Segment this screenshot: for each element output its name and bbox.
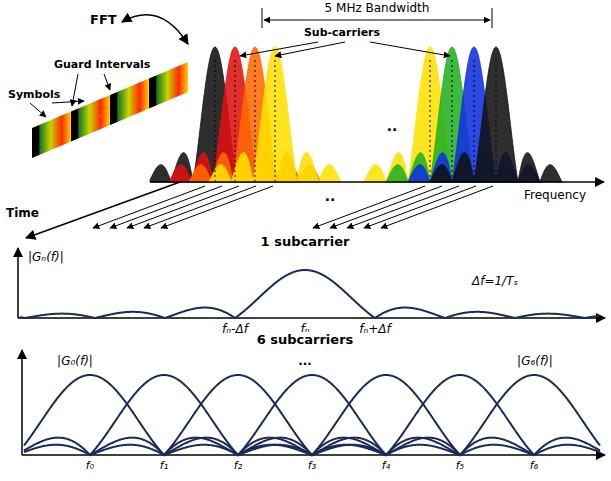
- tick-label: fₙ-Δf: [220, 322, 250, 336]
- curve-label: |G₆(f)|: [515, 354, 555, 368]
- bandwidth-label: 5 MHz Bandwidth: [323, 1, 432, 15]
- guard-interval: [149, 75, 157, 108]
- tick-label: f₁: [158, 459, 170, 472]
- tick-label: f₂: [232, 459, 244, 472]
- axis-label: Time: [4, 206, 41, 220]
- ofdm-symbol: [118, 79, 149, 122]
- peak-centre-line: [452, 60, 453, 182]
- guard-interval: [32, 125, 40, 158]
- fft-arrow: [122, 15, 188, 44]
- axis-label: Frequency: [522, 188, 588, 202]
- tick-label: fₙ+Δf: [357, 322, 393, 336]
- formula-label: Δf=1/Tₛ: [470, 274, 520, 288]
- peak-centre-line: [235, 60, 236, 182]
- ofdm-symbol: [157, 62, 188, 105]
- ellipsis: ..: [323, 188, 338, 205]
- multi-subcarrier-plot: [22, 350, 605, 455]
- ellipsis: ..: [385, 118, 400, 135]
- subcarrier-label: Sub-carriers: [302, 26, 382, 39]
- guard-label: Guard Intervals: [52, 58, 152, 71]
- symbol-strip: [32, 62, 188, 158]
- ofdm-symbol: [79, 95, 110, 138]
- subcarrier-peak: [209, 47, 341, 182]
- ofdm-symbol: [40, 112, 71, 155]
- subcarrier-peak: [408, 47, 540, 182]
- subcarrier-peak: [430, 47, 562, 182]
- axis-label: |Gₙ(f)|: [26, 250, 66, 264]
- projection-lines: [93, 186, 493, 228]
- frequency-axis: [150, 181, 604, 183]
- tick-label: f₆: [528, 459, 540, 472]
- guard-interval: [110, 92, 118, 125]
- guard-interval: [71, 108, 79, 141]
- peak-centre-line: [430, 60, 431, 182]
- plot-title: 1 subcarrier: [259, 234, 352, 250]
- tick-label: f₃: [306, 459, 318, 472]
- curve-label: |G₀(f)|: [55, 354, 95, 368]
- peak-centre-line: [474, 60, 475, 182]
- tick-label: f₄: [380, 459, 392, 472]
- subcarrier-peaks: [150, 47, 562, 182]
- plot-title: 6 subcarriers: [255, 332, 356, 348]
- fft-label: FFT: [88, 12, 119, 28]
- peak-centre-line: [275, 60, 276, 182]
- single-subcarrier-plot: [18, 248, 605, 318]
- peak-centre-line: [215, 60, 216, 182]
- tick-label: f₀: [84, 459, 96, 472]
- symbols-label: Symbols: [6, 88, 62, 101]
- peak-centre-line: [496, 60, 497, 182]
- ellipsis: ...: [296, 354, 314, 368]
- peak-centre-line: [255, 60, 256, 182]
- tick-label: f₅: [454, 459, 466, 472]
